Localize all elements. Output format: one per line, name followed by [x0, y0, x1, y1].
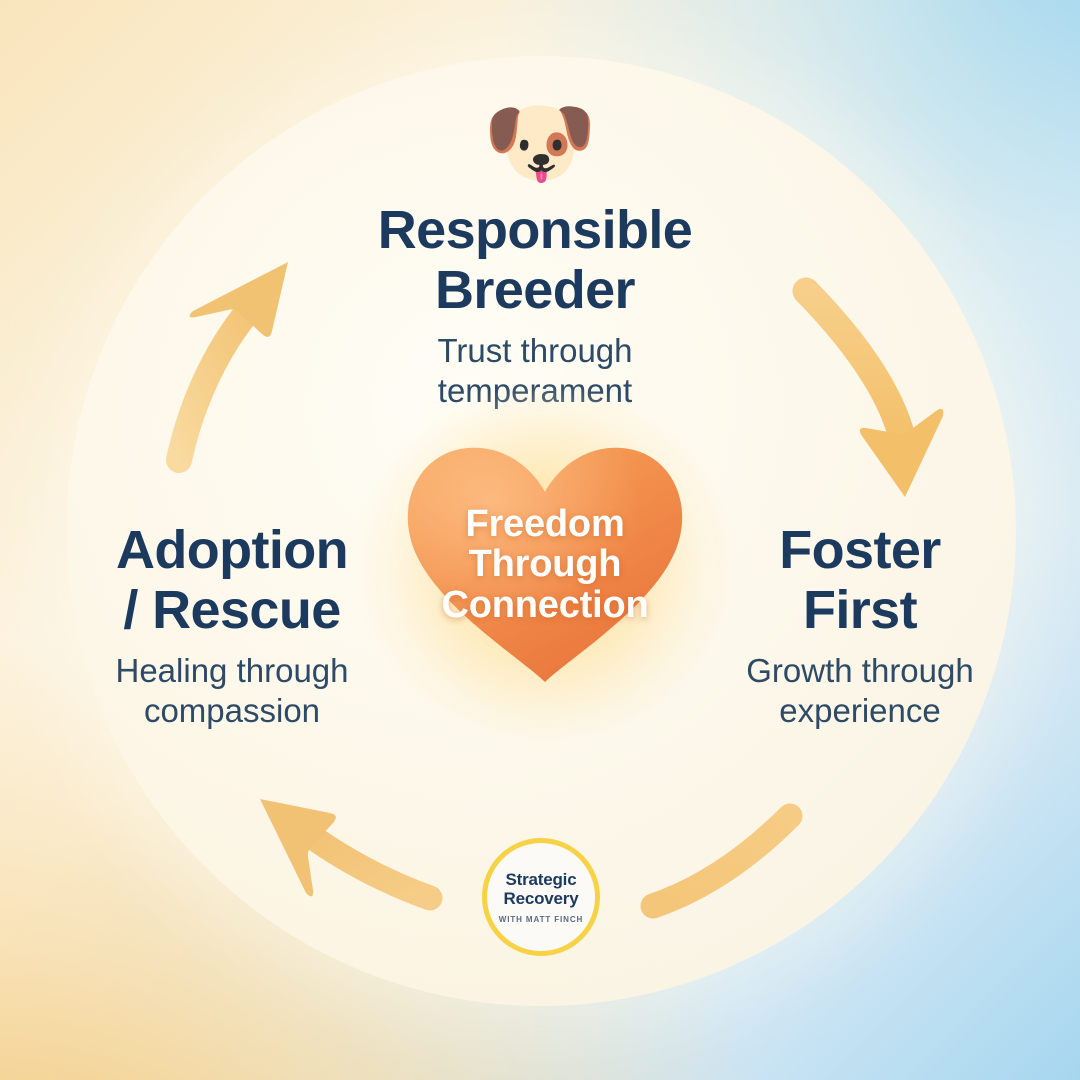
- node-subtitle-foster-first: Growth through experience: [746, 651, 974, 730]
- center-heart: Freedom Through Connection: [360, 390, 730, 735]
- node-title-responsible-breeder: Responsible Breeder: [377, 200, 693, 321]
- node-subtitle-adoption-rescue: Healing through compassion: [115, 651, 349, 730]
- node-title-adoption-rescue: Adoption / Rescue: [115, 520, 349, 641]
- center-heart-label: Freedom Through Connection: [441, 503, 649, 626]
- dog-face-icon: 🐶: [482, 92, 598, 194]
- cycle-node-responsible-breeder: Responsible Breeder Trust through temper…: [285, 200, 785, 411]
- node-title-foster-first: Foster First: [779, 520, 941, 641]
- brand-logo-badge[interactable]: Strategic Recovery WITH MATT FINCH: [482, 838, 600, 956]
- brand-name: Strategic Recovery: [503, 869, 579, 908]
- heart-icon: [407, 447, 683, 682]
- cycle-node-adoption-rescue: Adoption / Rescue Healing through compas…: [42, 520, 422, 731]
- brand-tagline: WITH MATT FINCH: [498, 915, 584, 925]
- cycle-node-foster-first: Foster First Growth through experience: [672, 520, 1048, 731]
